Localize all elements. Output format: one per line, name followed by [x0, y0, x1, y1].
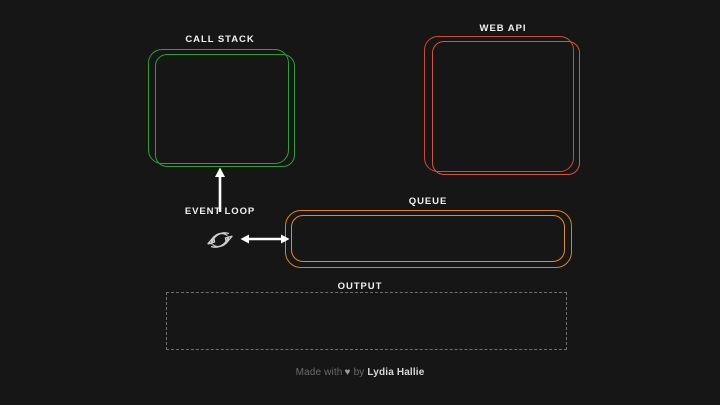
call-stack-title: CALL STACK	[185, 34, 255, 45]
output-title: OUTPUT	[337, 281, 383, 292]
web-api-outer-outline	[424, 36, 574, 172]
output-container[interactable]	[166, 292, 567, 350]
call-stack-outer-outline	[148, 49, 289, 164]
heart-icon: ♥	[344, 367, 351, 378]
web-api-inner-outline	[432, 41, 580, 175]
call-stack-container[interactable]	[148, 49, 295, 167]
arrow-left-right-icon	[240, 229, 290, 249]
footer-credit: Made with♥by Lydia Hallie	[0, 367, 720, 378]
footer-by: by	[353, 367, 365, 378]
queue-container[interactable]	[285, 210, 572, 268]
web-api-title: WEB API	[479, 23, 527, 34]
footer-prefix: Made with	[295, 367, 343, 378]
queue-title: QUEUE	[408, 196, 448, 207]
queue-inner-outline	[291, 215, 565, 262]
arrow-up-icon	[208, 166, 232, 212]
call-stack-inner-outline	[155, 54, 295, 167]
circular-sync-icon	[200, 220, 240, 260]
web-api-container[interactable]	[424, 36, 580, 175]
footer-author-link[interactable]: Lydia Hallie	[367, 367, 425, 378]
